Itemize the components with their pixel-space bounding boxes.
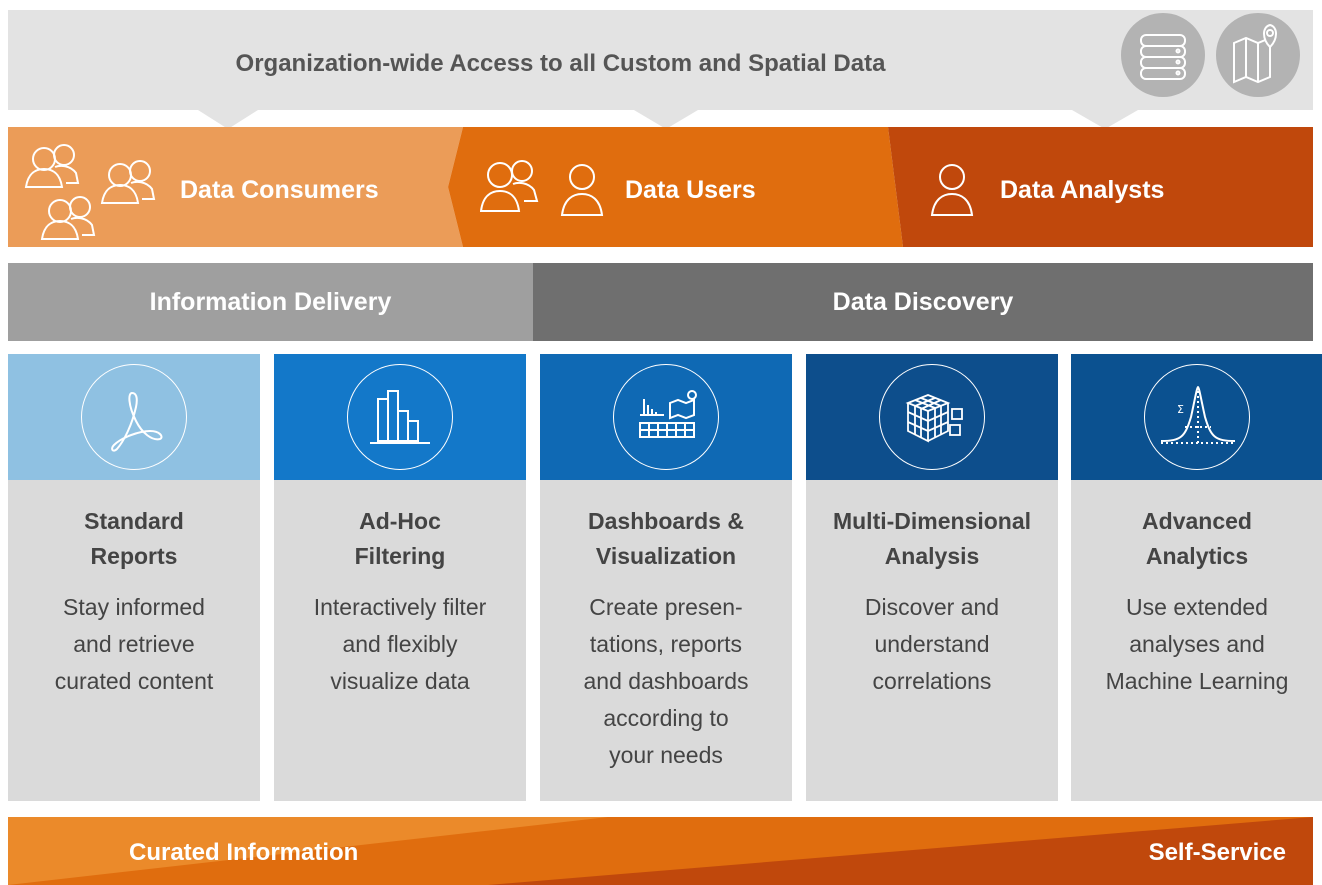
user-groups-band: Data Consumers Data Users Data Analysts — [8, 127, 1313, 247]
dashboard-icon — [613, 364, 719, 470]
card-description: Stay informed and retrieve curated conte… — [54, 594, 214, 694]
card-header — [806, 354, 1058, 480]
user-icon — [930, 164, 974, 216]
database-icon — [1121, 13, 1205, 97]
section-label: Data Discovery — [832, 287, 1014, 316]
card-header — [540, 354, 792, 480]
section-data-discovery: Data Discovery — [533, 263, 1313, 341]
pdf-icon — [81, 364, 187, 470]
user-group-icon — [24, 144, 156, 240]
card-header — [274, 354, 526, 480]
card-advanced-analytics: Σ Advanced Analytics Use extended analys… — [1071, 354, 1322, 801]
user-group-label-users: Data Users — [625, 176, 756, 204]
card-title: Standard Reports — [84, 508, 184, 569]
self-service-label: Self-Service — [1148, 839, 1286, 866]
card-description: Discover and understand correlations — [864, 594, 1000, 694]
curation-band: Curated Information Self-Service — [8, 817, 1313, 885]
card-ad-hoc-filtering: Ad-Hoc Filtering Interactively filter an… — [274, 354, 526, 801]
card-description: Interactively filter and flexibly visual… — [313, 594, 487, 694]
card-description: Create presen- tations, reports and dash… — [583, 594, 749, 768]
svg-text:Σ: Σ — [1177, 403, 1184, 416]
user-icon — [560, 164, 604, 216]
curated-information-label: Curated Information — [129, 839, 359, 866]
card-header: Σ — [1071, 354, 1322, 480]
card-title: Dashboards & Visualization — [588, 508, 744, 569]
bell-curve-icon: Σ — [1144, 364, 1250, 470]
card-title: Ad-Hoc Filtering — [354, 508, 446, 569]
bar-chart-icon — [347, 364, 453, 470]
card-standard-reports: Standard Reports Stay informed and retri… — [8, 354, 260, 801]
cube-icon — [879, 364, 985, 470]
card-multi-dimensional-analysis: Multi-Dimensional Analysis Discover and … — [806, 354, 1058, 801]
user-group-icon — [480, 160, 539, 212]
card-title: Advanced Analytics — [1142, 508, 1252, 569]
section-information-delivery: Information Delivery — [8, 263, 533, 341]
access-banner: Organization-wide Access to all Custom a… — [8, 10, 1313, 129]
card-description: Use extended analyses and Machine Learni… — [1105, 594, 1289, 694]
card-header — [8, 354, 260, 480]
banner-shape — [8, 10, 1313, 129]
banner-title: Organization-wide Access to all Custom a… — [235, 50, 886, 77]
card-dashboards-visualization: Dashboards & Visualization Create presen… — [540, 354, 792, 801]
curation-band-shape — [8, 817, 1313, 885]
card-title: Multi-Dimensional Analysis — [832, 508, 1032, 569]
user-group-label-consumers: Data Consumers — [180, 176, 379, 204]
user-groups-shape — [8, 127, 1313, 247]
section-label: Information Delivery — [149, 287, 392, 316]
map-pin-icon — [1216, 13, 1300, 97]
user-group-label-analysts: Data Analysts — [1000, 176, 1165, 204]
